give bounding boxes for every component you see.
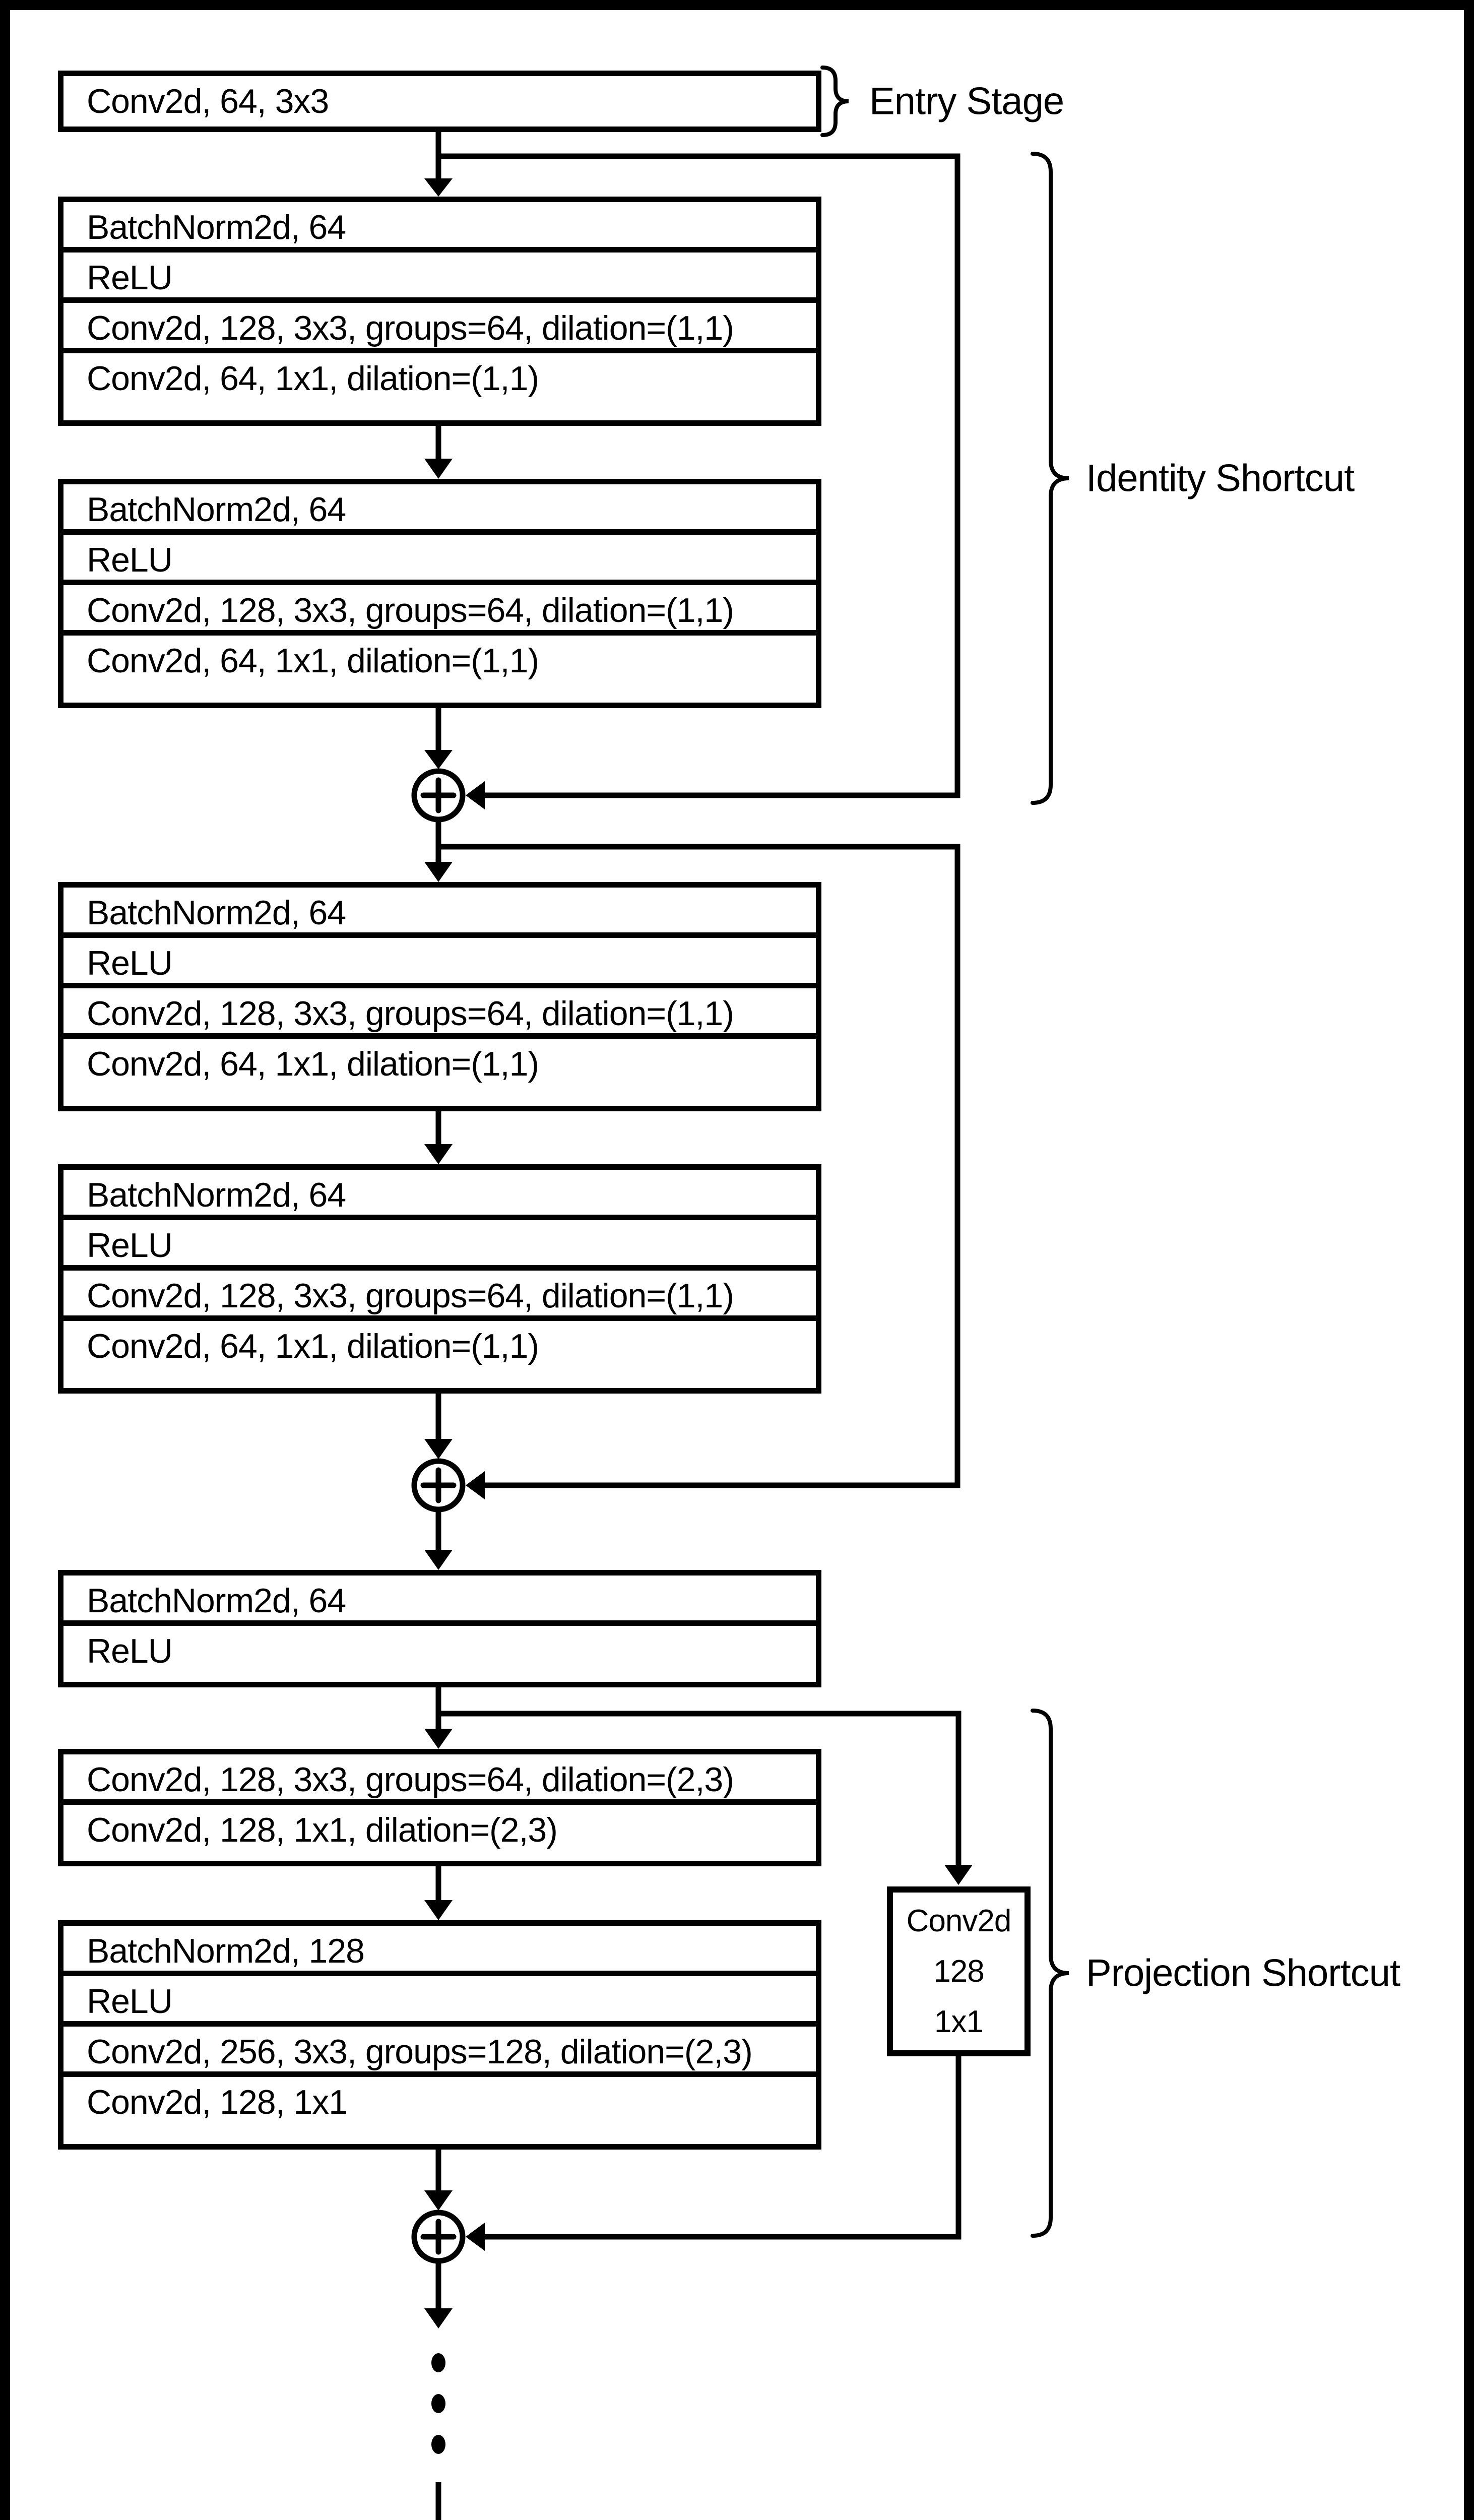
arrow-down-icon <box>424 2190 453 2211</box>
layer-row: Conv2d, 128, 3x3, groups=64, dilation=(1… <box>63 1271 816 1321</box>
arrow-down-icon <box>424 862 453 882</box>
layer-row: Conv2d, 128, 3x3, groups=64, dilation=(1… <box>63 303 816 353</box>
layer-row: Conv2d, 128, 3x3, groups=64, dilation=(2… <box>63 1754 816 1805</box>
projection-shortcut-line <box>484 2056 962 2240</box>
arrow-down-icon <box>424 459 453 479</box>
layer-row: BatchNorm2d, 64 <box>63 1170 816 1220</box>
identity-shortcut-brace <box>1031 152 1069 805</box>
layer-row: Conv2d, 128, 3x3, groups=64, dilation=(1… <box>63 585 816 636</box>
identity-shortcut-1-line <box>438 153 960 798</box>
layer-row: ReLU <box>63 1220 816 1271</box>
layer-block-residual-1b: BatchNorm2d, 64 ReLU Conv2d, 128, 3x3, g… <box>58 479 821 708</box>
arrow-down-icon <box>424 1550 453 1570</box>
arrow-down-icon <box>424 1729 453 1749</box>
layer-row: BatchNorm2d, 64 <box>63 888 816 938</box>
arrow-down-icon <box>424 178 453 197</box>
layer-row: BatchNorm2d, 64 <box>63 202 816 253</box>
layer-block-residual-2a: BatchNorm2d, 64 ReLU Conv2d, 128, 3x3, g… <box>58 882 821 1111</box>
layer-row: ReLU <box>63 535 816 585</box>
layer-row: ReLU <box>63 253 816 303</box>
identity-shortcut-2-line <box>438 844 960 1488</box>
layer-block-transition-conv: Conv2d, 128, 3x3, groups=64, dilation=(2… <box>58 1749 821 1866</box>
entry-stage-label: Entry Stage <box>869 80 1064 123</box>
add-node-icon <box>411 768 466 823</box>
add-node-icon <box>411 1458 466 1513</box>
layer-row: Conv2d, 64, 1x1, dilation=(1,1) <box>87 359 539 398</box>
layer-row: Conv2d, 64, 1x1, dilation=(1,1) <box>87 1327 539 1365</box>
arrow-down-icon <box>944 1865 973 1885</box>
layer-row: BatchNorm2d, 128 <box>63 1926 816 1976</box>
layer-row: Conv2d, 256, 3x3, groups=128, dilation=(… <box>63 2027 816 2077</box>
projection-conv-line: Conv2d <box>906 1903 1012 1938</box>
arrow-left-icon <box>466 1471 485 1499</box>
projection-shortcut-label: Projection Shortcut <box>1086 1951 1400 1995</box>
layer-block-preactivation: BatchNorm2d, 64 ReLU <box>58 1570 821 1687</box>
layer-row: BatchNorm2d, 64 <box>63 1576 816 1626</box>
projection-shortcut-line <box>438 1711 962 1866</box>
projection-conv-box: Conv2d 128 1x1 <box>887 1886 1031 2056</box>
layer-row: ReLU <box>63 1976 816 2027</box>
arrow-down-icon <box>424 1144 453 1164</box>
arrow-down-icon <box>424 750 453 769</box>
arrow-down-icon <box>424 1439 453 1459</box>
layer-row: Conv2d, 128, 1x1 <box>87 2083 348 2121</box>
entry-stage-brace <box>820 66 849 137</box>
layer-row: ReLU <box>63 938 816 988</box>
layer-row: Conv2d, 128, 3x3, groups=64, dilation=(1… <box>63 988 816 1039</box>
layer-row: Conv2d, 64, 1x1, dilation=(1,1) <box>87 642 539 680</box>
projection-conv-line: 128 <box>933 1954 984 1989</box>
layer-block-residual-1a: BatchNorm2d, 64 ReLU Conv2d, 128, 3x3, g… <box>58 197 821 426</box>
layer-block-entry: Conv2d, 64, 3x3 <box>58 71 821 132</box>
vertical-dots-icon <box>431 2353 445 2454</box>
layer-row: Conv2d, 128, 1x1, dilation=(2,3) <box>87 1811 558 1849</box>
layer-row: ReLU <box>87 1632 173 1670</box>
layer-row: Conv2d, 64, 3x3 <box>87 82 329 120</box>
arrow-down-icon <box>424 2308 453 2328</box>
add-node-icon <box>411 2210 466 2264</box>
layer-row: BatchNorm2d, 64 <box>63 484 816 535</box>
identity-shortcut-label: Identity Shortcut <box>1086 457 1355 500</box>
arrow-left-icon <box>466 2223 485 2251</box>
projection-shortcut-brace <box>1031 1709 1069 2238</box>
arrow-left-icon <box>466 781 485 809</box>
projection-conv-line: 1x1 <box>934 2004 984 2039</box>
arrow-down-icon <box>424 1900 453 1920</box>
layer-block-transition-residual: BatchNorm2d, 128 ReLU Conv2d, 256, 3x3, … <box>58 1920 821 2150</box>
layer-row: Conv2d, 64, 1x1, dilation=(1,1) <box>87 1045 539 1083</box>
layer-block-residual-2b: BatchNorm2d, 64 ReLU Conv2d, 128, 3x3, g… <box>58 1164 821 1394</box>
